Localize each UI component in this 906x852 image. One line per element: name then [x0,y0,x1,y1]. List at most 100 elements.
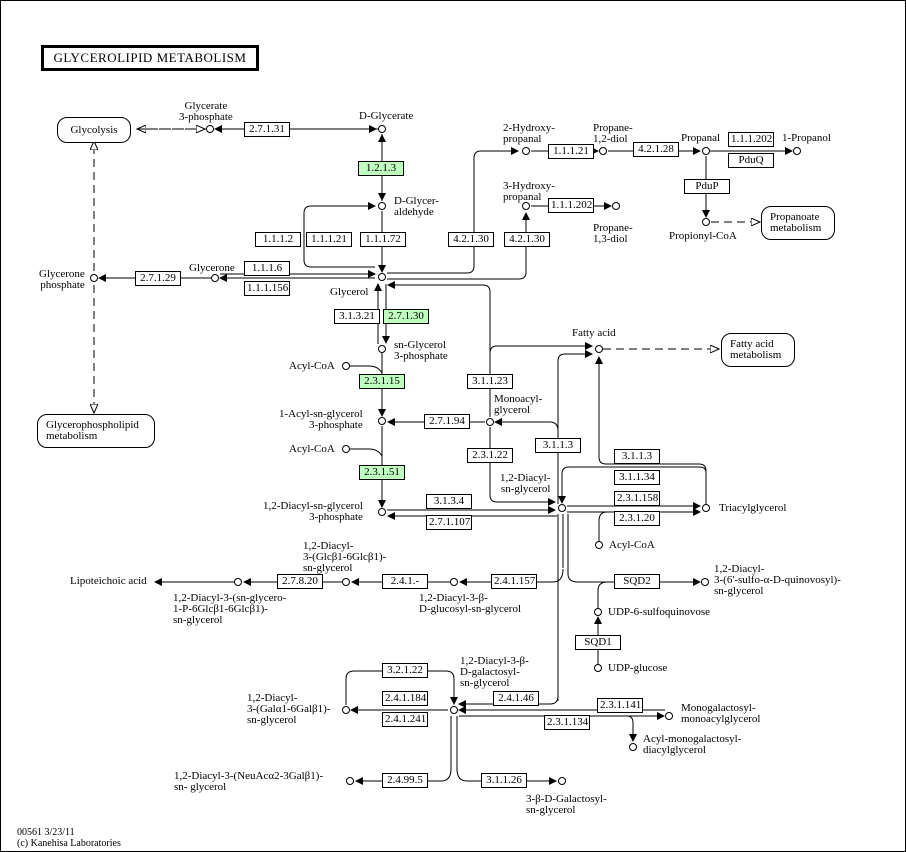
label-1-2-diacyl-sn-glycerol-3-phosphate: 1,2-Diacyl-sn-glycerol 3-phosphate [263,500,363,523]
enzyme-2-3-1-158[interactable]: 2.3.1.158 [614,491,660,506]
map-link-glycolysis[interactable]: Glycolysis [57,117,131,143]
compound-1-2-diacyl-sn-glycerol-3-phosphate[interactable] [378,508,386,516]
compound-dag-neuac-gal[interactable] [346,777,354,785]
compound-glycerol[interactable] [378,273,386,281]
edge [458,695,559,708]
enzyme-1-1-1-202[interactable]: 1.1.1.202 [728,132,774,147]
enzyme-2-7-1-31[interactable]: 2.7.1.31 [244,122,290,137]
enzyme-pdup[interactable]: PduP [684,179,730,194]
enzyme-4-2-1-28[interactable]: 4.2.1.28 [633,142,679,157]
enzyme-3-1-1-23[interactable]: 3.1.1.23 [467,374,513,389]
compound-fatty-acid[interactable] [595,345,603,353]
compound-acyl-coa-2[interactable] [342,445,350,453]
compound-monoacylglycerol[interactable] [486,418,494,426]
map-link-glycerophospholipid-metabolism[interactable]: Glycerophospholipid metabolism [37,414,155,448]
edge [489,427,556,506]
compound-acyl-coa-3[interactable] [595,541,603,549]
edge [626,715,637,742]
enzyme-2-7-1-107[interactable]: 2.7.1.107 [426,515,472,530]
compound-1-propanol[interactable] [793,147,801,155]
compound-acyl-coa[interactable] [342,362,350,370]
enzyme-2-7-1-30[interactable]: 2.7.1.30 [383,309,429,324]
label-acyl-mgdg: Acyl-monogalactosyl- diacylglycerol [643,733,742,756]
enzyme-1-1-1-156[interactable]: 1.1.1.156 [244,281,290,296]
label-d-glycerate: D-Glycerate [359,110,414,122]
enzyme-2-3-1-51[interactable]: 2.3.1.51 [359,465,405,480]
compound-dag-glucosyl[interactable] [450,578,458,586]
enzyme-1-2-1-3[interactable]: 1.2.1.3 [358,161,404,176]
compound-3-hydroxypropanal[interactable] [522,202,530,210]
compound-monogalactosyl-monoacylglycerol[interactable] [665,712,673,720]
compound-propane-1-3-diol[interactable] [612,202,620,210]
enzyme-3-1-3-4[interactable]: 3.1.3.4 [426,494,472,509]
enzyme-3-1-1-3[interactable]: 3.1.1.3 [535,438,581,453]
compound-udp-glucose[interactable] [594,664,602,672]
enzyme-3-1-1-26[interactable]: 3.1.1.26 [481,773,527,788]
edge [558,466,707,504]
enzyme-2-4-1-157[interactable]: 2.4.1.157 [491,574,537,589]
compound-sn-glycerol-3-phosphate[interactable] [378,345,386,353]
edge [459,568,564,586]
compound-acyl-mgdg[interactable] [629,743,637,751]
enzyme-pduq[interactable]: PduQ [728,153,774,168]
enzyme-3-1-3-21[interactable]: 3.1.3.21 [334,309,380,324]
compound-triacylglycerol[interactable] [702,504,710,512]
enzyme-2-7-1-94[interactable]: 2.7.1.94 [424,414,470,429]
compound-dag-gal-gal[interactable] [342,706,350,714]
compound-dag-glc-glc[interactable] [342,578,350,586]
enzyme-3-1-1-34[interactable]: 3.1.1.34 [614,470,660,485]
label-glycerone: Glycerone [189,262,235,274]
compound-dag-galactosyl[interactable] [450,706,458,714]
label-acyl-coa-2: Acyl-CoA [289,443,335,455]
edge [489,342,593,354]
compound-dag-glycero-p[interactable] [234,578,242,586]
label-1-2-diacyl-sn-glycerol: 1,2-Diacyl- sn-glycerol [500,472,551,495]
enzyme-1-1-1-6[interactable]: 1.1.1.6 [244,261,290,276]
enzyme-2-3-1-15[interactable]: 2.3.1.15 [359,374,405,389]
enzyme-3-1-1-3-b[interactable]: 3.1.1.3 [614,449,660,464]
enzyme-1-1-1-21[interactable]: 1.1.1.21 [306,232,352,247]
compound-propionyl-coa[interactable] [702,218,710,226]
enzyme-4-2-1-30-b[interactable]: 4.2.1.30 [504,232,550,247]
label-triacylglycerol: Triacylglycerol [719,502,787,514]
enzyme-1-1-1-202-b[interactable]: 1.1.1.202 [548,198,594,213]
compound-d-glyceraldehyde[interactable] [378,202,386,210]
enzyme-2-7-8-20[interactable]: 2.7.8.20 [277,574,323,589]
enzyme-2-3-1-134[interactable]: 2.3.1.134 [544,715,590,730]
label-monogalactosyl-monoacylglycerol: Monogalactosyl- monoacylglycerol [681,702,761,725]
compound-glycerone-phosphate[interactable] [90,274,98,282]
enzyme-4-2-1-30[interactable]: 4.2.1.30 [448,232,494,247]
enzyme-sqd2[interactable]: SQD2 [614,574,660,589]
enzyme-2-7-1-29[interactable]: 2.7.1.29 [135,271,181,286]
enzyme-1-1-1-2[interactable]: 1.1.1.2 [255,232,301,247]
enzyme-2-3-1-20[interactable]: 2.3.1.20 [614,511,660,526]
compound-d-glycerate[interactable] [378,125,386,133]
enzyme-2-4-1-184[interactable]: 2.4.1.184 [382,691,428,706]
enzyme-2-3-1-141[interactable]: 2.3.1.141 [597,698,643,713]
map-link-fatty-acid-metabolism[interactable]: Fatty acid metabolism [721,333,795,367]
label-dag-gal-gal: 1,2-Diacyl- 3-(Galα1-6Galβ1)- sn-glycero… [247,692,331,726]
enzyme-2-3-1-22[interactable]: 2.3.1.22 [467,448,513,463]
edge [387,281,491,417]
compound-galactosyl-glycerol[interactable] [558,777,566,785]
compound-glycerate-3-phosphate[interactable] [206,125,214,133]
compound-1-2-diacyl-sn-glycerol[interactable] [558,504,566,512]
map-id-date: 00561 3/23/11 [17,827,75,838]
compound-propanal[interactable] [702,147,710,155]
enzyme-2-4-99-5[interactable]: 2.4.99.5 [382,773,428,788]
enzyme-1-1-1-21-b[interactable]: 1.1.1.21 [548,144,594,159]
enzyme-1-1-1-72[interactable]: 1.1.1.72 [360,232,406,247]
compound-2-hydroxypropanal[interactable] [522,147,530,155]
map-link-propanoate-metabolism[interactable]: Propanoate metabolism [761,206,835,240]
compound-propane-1-2-diol[interactable] [599,147,607,155]
enzyme-2-4-1-46[interactable]: 2.4.1.46 [493,691,539,706]
enzyme-2-4-1-241[interactable]: 2.4.1.241 [382,712,428,727]
enzyme-2-4-1-x[interactable]: 2.4.1.- [382,574,428,589]
compound-1-acyl-sn-glycerol-3-phosphate[interactable] [378,417,386,425]
enzyme-3-2-1-22[interactable]: 3.2.1.22 [382,663,428,678]
compound-udp-6-sulfoquinovose[interactable] [594,608,602,616]
label-udp-6-sulfoquinovose: UDP-6-sulfoquinovose [608,606,711,618]
enzyme-sqd1[interactable]: SQD1 [575,635,621,650]
compound-dag-sulfoquinovosyl[interactable] [701,578,709,586]
compound-glycerone[interactable] [211,274,219,282]
